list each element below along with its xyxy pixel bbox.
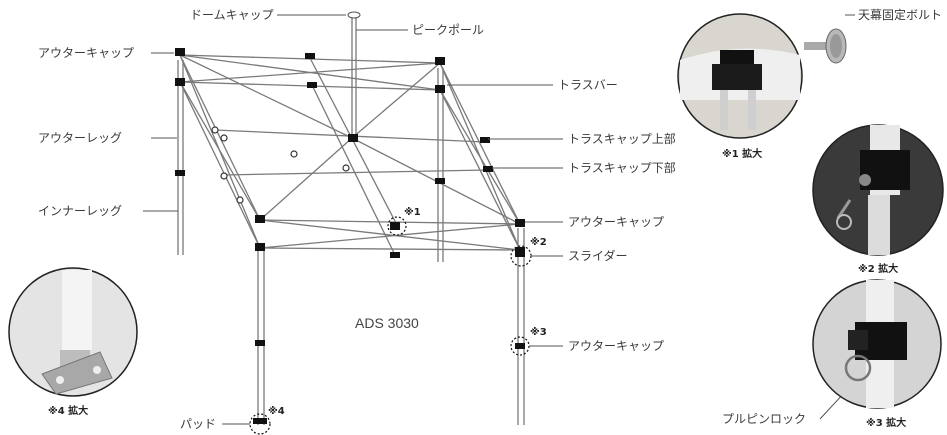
label-slider: スライダー <box>568 249 628 263</box>
leg-front-right <box>517 228 525 425</box>
label-truss-bar: トラスバー <box>558 78 618 92</box>
label-outer-cap-top-left: アウターキャップ <box>38 46 135 60</box>
label-canopy-bolt: 天幕固定ボルト <box>858 8 943 22</box>
marker-1: ※1 <box>404 207 421 218</box>
canopy-bolt-illustration <box>804 28 847 64</box>
label-inner-leg: インナーレッグ <box>38 204 123 218</box>
marker-2: ※2 <box>530 237 547 248</box>
caption-zoom-1: ※1 拡大 <box>722 149 763 160</box>
model-name: ADS 3030 <box>355 315 419 331</box>
label-dome-cap: ドームキャップ <box>190 8 274 22</box>
label-pull-pin-lock: プルピンロック <box>722 412 807 426</box>
label-truss-cap-lower: トラスキャップ下部 <box>568 161 676 175</box>
zoom-detail-1 <box>677 13 803 139</box>
marker-4: ※4 <box>268 406 285 417</box>
label-outer-leg: アウターレッグ <box>38 131 123 145</box>
label-truss-cap-upper: トラスキャップ上部 <box>568 132 676 146</box>
label-peak-pole: ピークポール <box>412 23 485 37</box>
leg-front-left <box>177 60 184 255</box>
marker-3: ※3 <box>530 327 547 338</box>
leg-front-center <box>257 248 265 425</box>
leg-back-right <box>437 68 444 262</box>
label-outer-cap-lower: アウターキャップ <box>568 339 665 353</box>
caption-zoom-2: ※2 拡大 <box>858 264 899 275</box>
zoom-detail-2 <box>812 124 944 256</box>
label-outer-cap-right: アウターキャップ <box>568 215 665 229</box>
caption-zoom-3: ※3 拡大 <box>866 418 907 429</box>
caption-zoom-4: ※4 拡大 <box>48 406 89 417</box>
zoom-detail-3 <box>812 279 942 409</box>
label-pad: パッド <box>180 417 217 431</box>
zoom-detail-4 <box>8 267 138 397</box>
